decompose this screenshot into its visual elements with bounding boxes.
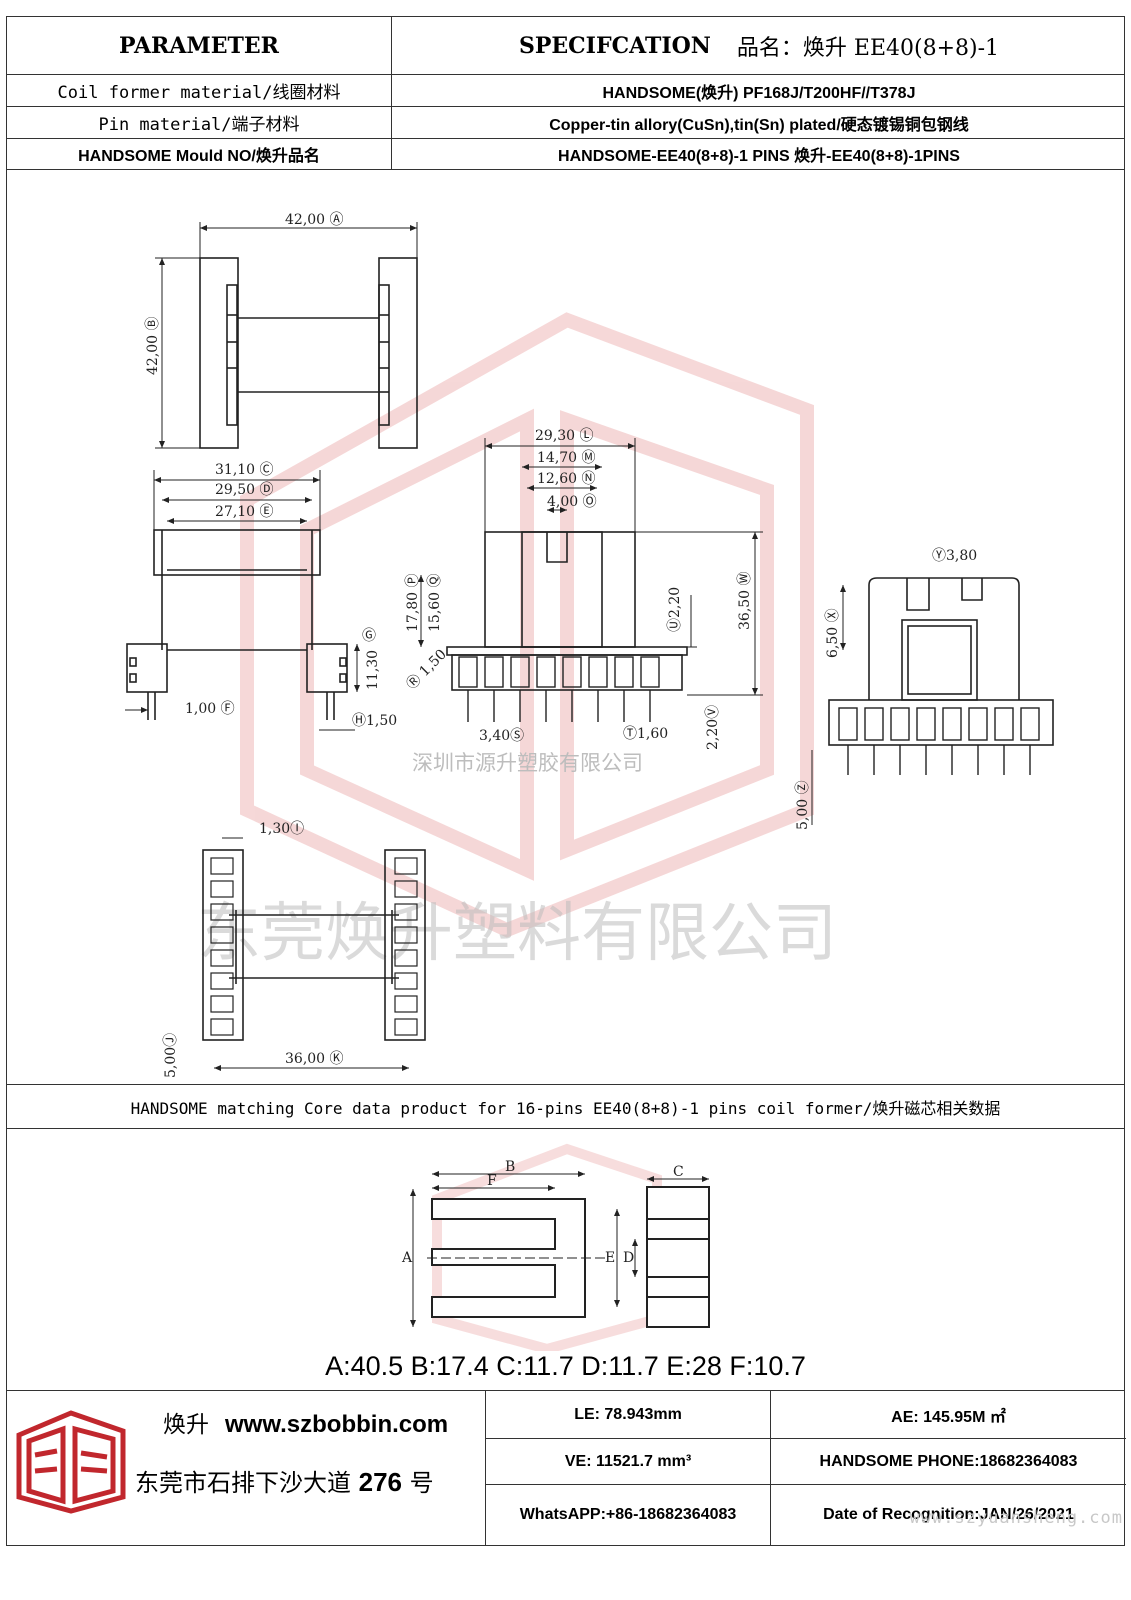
core-c-label: C — [673, 1164, 684, 1180]
mould-no-label: HANDSOME Mould NO/焕升品名 — [7, 139, 392, 169]
matching-core-title: HANDSOME matching Core data product for … — [7, 1085, 1124, 1129]
dim-t-label: Ⓣ1,60 — [623, 726, 668, 742]
pin-material-label: Pin material/端子材料 — [7, 107, 392, 138]
pin-material-row: Pin material/端子材料 Copper-tin allory(CuSn… — [7, 107, 1124, 139]
address-prefix: 东莞市石排下沙大道 — [135, 1469, 351, 1497]
bobbin-side-view — [126, 529, 348, 720]
dim-g-value: 11,30 — [365, 650, 381, 690]
dim-x-label: 6,50 Ⓧ — [825, 608, 841, 658]
ve-value: VE: 11521.7 mm³ — [486, 1439, 771, 1485]
dim-a-label: 42,00 Ⓐ — [285, 212, 344, 228]
dim-i-label: 1,30Ⓘ — [259, 821, 304, 837]
mould-no-value: HANDSOME-EE40(8+8)-1 PINS 焕升-EE40(8+8)-1… — [558, 148, 960, 165]
recognition-date: Date of Recognition:JAN/26/2021 — [823, 1506, 1074, 1523]
le-value: LE: 78.943mm — [486, 1391, 771, 1439]
core-values: A:40.5 B:17.4 C:11.7 D:11.7 E:28 F:10.7 — [325, 1351, 806, 1381]
dim-z-label: 5,00 Ⓩ — [795, 780, 811, 830]
mould-no-row: HANDSOME Mould NO/焕升品名 HANDSOME-EE40(8+8… — [7, 139, 1124, 170]
dim-p-label: 17,80 Ⓟ — [405, 573, 421, 632]
dim-b-label: 42,00 Ⓑ — [145, 316, 161, 375]
dim-j-label: 5,00Ⓙ — [163, 1033, 179, 1078]
e-core — [431, 1198, 586, 1318]
dim-lmno — [484, 438, 636, 532]
dim-f-label: 1,00 Ⓕ — [185, 701, 235, 717]
dim-b — [155, 257, 200, 449]
dim-n-label: 12,60 Ⓝ — [537, 471, 596, 487]
coil-material-label: Coil former material/线圈材料 — [7, 75, 392, 106]
website-link[interactable]: www.szbobbin.com — [225, 1411, 449, 1438]
bobbin-center-view — [446, 531, 688, 691]
coil-material-row: Coil former material/线圈材料 HANDSOME(焕升) P… — [7, 75, 1124, 107]
watermark-small: 深圳市源升塑胶有限公司 — [412, 751, 643, 775]
product-name: 品名：焕升 EE40(8+8)-1 — [736, 35, 1000, 61]
dim-y-label: Ⓨ3,80 — [932, 548, 977, 564]
bottom-pins — [210, 857, 418, 1036]
specification-header: SPECIFCATION — [518, 32, 711, 59]
core-e-label: E — [605, 1250, 615, 1266]
dim-d-label: 29,50 Ⓓ — [215, 482, 274, 498]
dim-q-label: 15,60 Ⓠ — [427, 573, 443, 632]
i-core — [646, 1186, 710, 1328]
phone-value: HANDSOME PHONE:18682364083 — [771, 1439, 1126, 1485]
dim-a — [199, 222, 418, 258]
dim-h-label: Ⓗ1,50 — [352, 713, 397, 729]
dim-m-label: 14,70 Ⓜ — [537, 450, 596, 466]
dim-s-label: 3,40Ⓢ — [479, 728, 524, 744]
coil-material-value: HANDSOME(焕升) PF168J/T200HF//T378J — [602, 84, 916, 102]
dim-v-label: 2,20Ⓥ — [705, 705, 721, 750]
dim-g-label: Ⓖ — [362, 628, 376, 644]
bobbin-right-view — [828, 577, 1054, 746]
pin-material-value: Copper-tin allory(CuSn),tin(Sn) plated/硬… — [549, 116, 969, 134]
dim-w-label: 36,50 Ⓦ — [737, 571, 753, 630]
core-a-label: A — [401, 1250, 413, 1266]
core-dims — [410, 1171, 709, 1327]
core-drawing-area: A B F C E D A:40.5 B:17.4 C:11.7 D:11.7 … — [7, 1129, 1124, 1391]
dim-e-label: 27,10 Ⓔ — [215, 504, 274, 520]
core-b-label: B — [505, 1159, 515, 1175]
right-pins — [838, 707, 1040, 775]
dim-w-lines — [635, 531, 763, 696]
ae-value: AE: 145.95M ㎡ — [771, 1391, 1126, 1439]
site-watermark: www.szyuansheng.com — [909, 1508, 1123, 1528]
dim-r-label: Ⓡ 1,50 — [404, 646, 450, 692]
logo-watermark — [240, 312, 814, 938]
dim-l-label: 29,30 Ⓛ — [535, 428, 594, 444]
footer: 焕升 www.szbobbin.com 东莞市石排下沙大道 276 号 LE: 7… — [7, 1391, 1126, 1545]
core-f-label: F — [487, 1173, 497, 1189]
dim-k-label: 36,00 Ⓚ — [285, 1051, 344, 1067]
core-svg: A B F C E D — [401, 1143, 710, 1355]
center-pins — [458, 656, 660, 722]
dim-o-label: 4,00 Ⓞ — [547, 494, 597, 510]
core-d-label: D — [623, 1250, 634, 1266]
specification-header-cell: SPECIFCATION 品名：焕升 EE40(8+8)-1 — [392, 17, 1126, 74]
whatsapp-value: WhatsAPP:+86-18682364083 — [486, 1485, 771, 1545]
spec-sheet: PARAMETER SPECIFCATION 品名：焕升 EE40(8+8)-1… — [6, 16, 1126, 1546]
technical-drawing: 深圳市源升塑胶有限公司 东莞焕升塑料有限公司 42,00 Ⓐ — [7, 170, 1124, 1085]
brand-cn: 焕升 — [163, 1412, 209, 1438]
bobbin-front-view — [199, 257, 418, 449]
address-suffix: 号 — [409, 1469, 434, 1497]
bobbin-bottom-view — [202, 849, 426, 1041]
parameter-header: PARAMETER — [119, 32, 279, 59]
drawing-svg: 深圳市源升塑胶有限公司 东莞焕升塑料有限公司 42,00 Ⓐ — [125, 212, 1054, 1078]
address-number: 276 — [358, 1467, 403, 1497]
company-logo — [16, 1410, 126, 1514]
dim-u-label: Ⓤ2,20 — [667, 587, 683, 632]
parameter-header-cell: PARAMETER — [7, 17, 392, 74]
address: 东莞市石排下沙大道 276 号 — [135, 1463, 434, 1498]
dim-c-label: 31,10 Ⓒ — [215, 462, 274, 478]
brand-line: 焕升 www.szbobbin.com — [163, 1405, 448, 1439]
header-row: PARAMETER SPECIFCATION 品名：焕升 EE40(8+8)-1 — [7, 17, 1124, 75]
dim-cde — [153, 470, 321, 530]
footer-grid: LE: 78.943mm AE: 145.95M ㎡ VE: 11521.7 m… — [485, 1391, 1126, 1545]
watermark-large: 东莞焕升塑料有限公司 — [197, 897, 837, 971]
